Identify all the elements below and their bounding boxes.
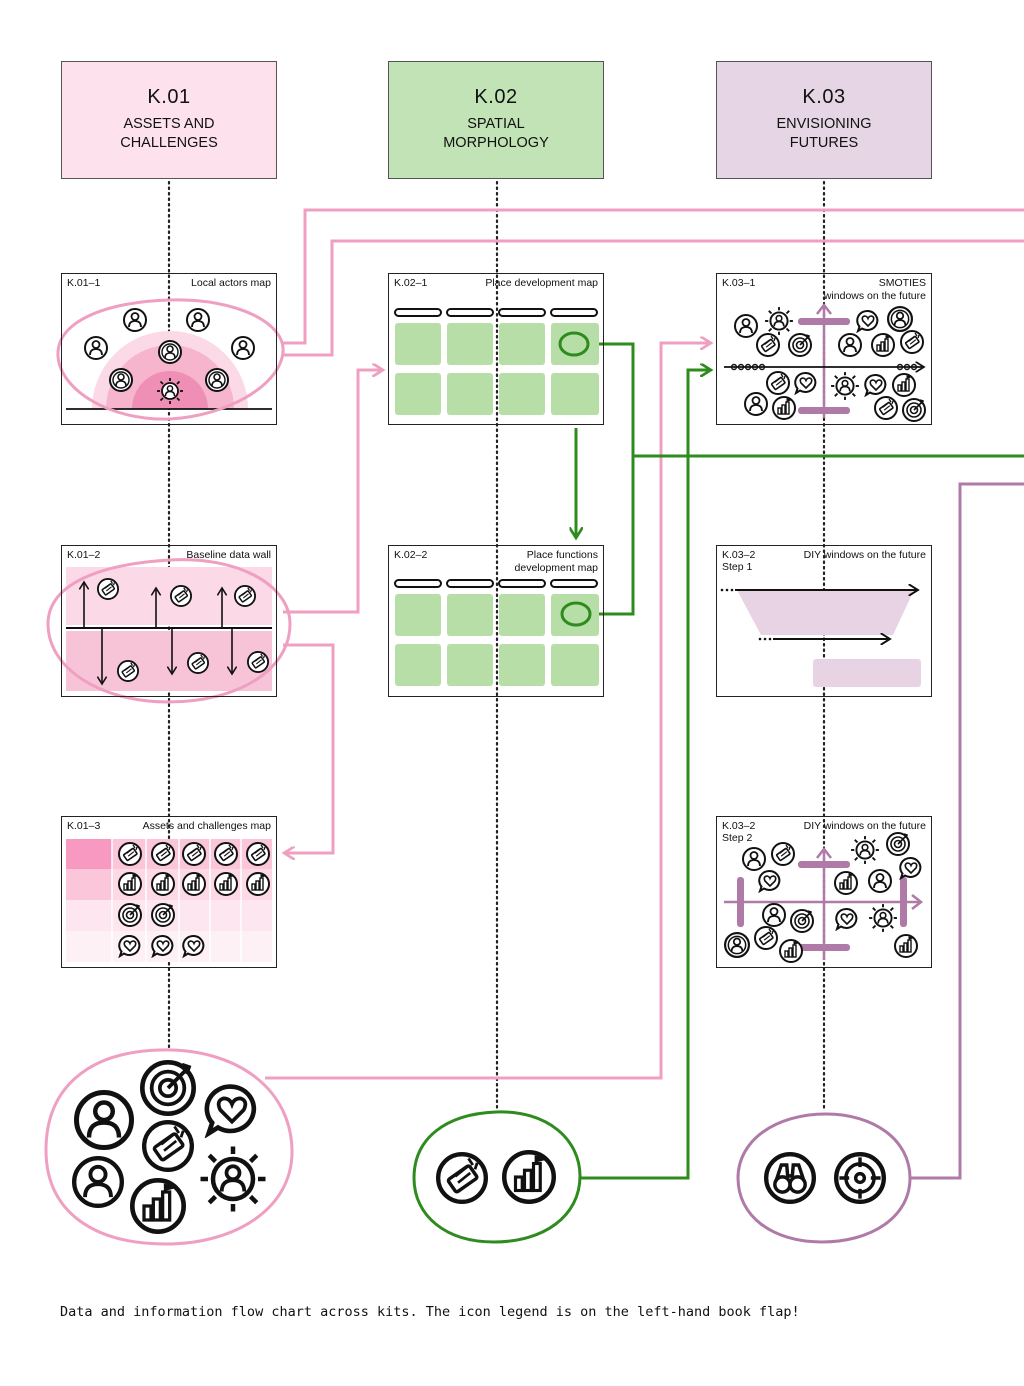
- card-k01-1: K.01–1 Local actors map: [61, 273, 277, 425]
- k03-2-step1-drawing: [720, 589, 921, 687]
- bar-chart-icon: [504, 1152, 554, 1202]
- legend-k03: [736, 1112, 912, 1244]
- document-stamp-icon: [144, 1122, 192, 1170]
- k03-2-step2-drawing: [724, 832, 924, 963]
- person-icon: [74, 1158, 122, 1206]
- card-k01-2: K.01–2 Baseline data wall: [61, 545, 277, 697]
- kit-code: K.01: [147, 86, 191, 108]
- card-title: Local actors map: [191, 277, 271, 289]
- card-title: Place functions development map: [514, 549, 598, 574]
- kit-code: K.03: [802, 86, 846, 108]
- card-id: K.03–1: [722, 277, 756, 289]
- k01-3-drawing: [66, 839, 272, 962]
- kit-name: ASSETS AND CHALLENGES: [120, 116, 218, 151]
- figure-caption: Data and information flow chart across k…: [60, 1304, 800, 1320]
- k01-1-drawing: [66, 308, 272, 410]
- legend-k02: [412, 1110, 582, 1244]
- k01-2-drawing: [66, 567, 272, 691]
- card-k03-1: K.03–1 SMOTIES windows on the future: [716, 273, 932, 425]
- green-connectors: [576, 342, 1024, 1180]
- k01-highlight-ovals: [46, 298, 292, 704]
- k02-2-drawing: [394, 579, 599, 686]
- pink-connectors: [265, 208, 1024, 1080]
- card-k03-2-step1: K.03–2 Step 1 DIY windows on the future: [716, 545, 932, 697]
- k02-1-drawing: [394, 308, 599, 415]
- card-title: Place development map: [485, 277, 598, 289]
- kit-header-k03: K.03 ENVISIONING FUTURES: [716, 61, 932, 179]
- binoculars-icon: [766, 1154, 814, 1202]
- kit-header-k02: K.02 SPATIAL MORPHOLOGY: [388, 61, 604, 179]
- kit-header-k01: K.01 ASSETS AND CHALLENGES: [61, 61, 277, 179]
- card-id: K.02–1: [394, 277, 428, 289]
- heart-bubble-icon: [207, 1087, 254, 1134]
- bar-chart-icon: [132, 1180, 183, 1231]
- card-title: SMOTIES windows on the future: [823, 277, 926, 302]
- card-id: K.03–2 Step 2: [722, 820, 756, 844]
- person-icon: [77, 1093, 132, 1148]
- card-id: K.02–2: [394, 549, 428, 561]
- card-title: DIY windows on the future: [803, 549, 926, 561]
- document-stamp-icon: [438, 1154, 486, 1202]
- card-k02-1: K.02–1 Place development map: [388, 273, 604, 425]
- kit-name: SPATIAL MORPHOLOGY: [443, 116, 549, 151]
- card-id: K.01–1: [67, 277, 101, 289]
- card-title: Assets and challenges map: [142, 820, 271, 832]
- card-k02-2: K.02–2 Place functions development map: [388, 545, 604, 697]
- crosshair-icon: [836, 1154, 884, 1202]
- card-title: DIY windows on the future: [803, 820, 926, 832]
- card-k03-2-step2: K.03–2 Step 2 DIY windows on the future: [716, 816, 932, 968]
- card-id: K.01–3: [67, 820, 101, 832]
- kit-code: K.02: [474, 86, 518, 108]
- card-k01-3: K.01–3 Assets and challenges map: [61, 816, 277, 968]
- card-title: Baseline data wall: [186, 549, 271, 561]
- purple-connector: [908, 482, 1024, 1180]
- kit-name: ENVISIONING FUTURES: [776, 116, 872, 151]
- card-id: K.03–2 Step 1: [722, 549, 756, 573]
- legend-k01: [44, 1048, 294, 1246]
- target-icon: [142, 1062, 193, 1113]
- k03-1-drawing: [724, 302, 926, 422]
- card-id: K.01–2: [67, 549, 101, 561]
